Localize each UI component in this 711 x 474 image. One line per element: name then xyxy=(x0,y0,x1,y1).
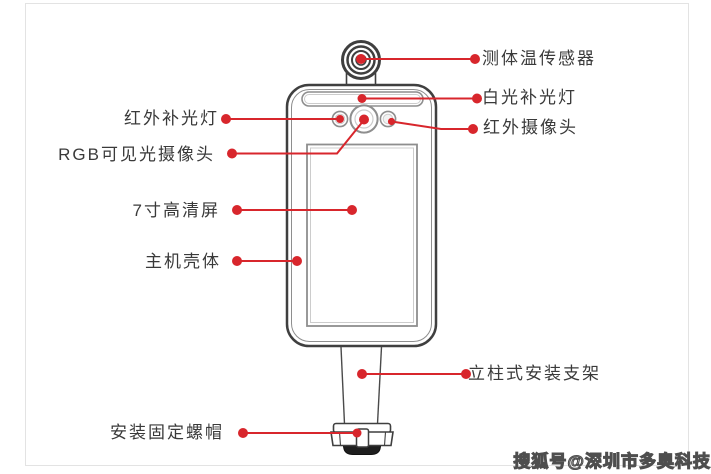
label-ir-camera: 红外摄像头 xyxy=(483,118,578,137)
label-hd-screen: 7寸高清屏 xyxy=(132,201,220,220)
mounting-nut xyxy=(330,422,394,448)
leader-white-fill-light xyxy=(357,93,482,104)
base-ring xyxy=(342,443,382,455)
leader-pole-bracket xyxy=(357,369,471,379)
leader-mount-nut xyxy=(238,428,362,438)
label-temp-sensor: 测体温传感器 xyxy=(482,49,596,68)
leader-ir-fill-light xyxy=(221,114,344,124)
leader-rgb-camera xyxy=(227,114,369,159)
label-white-fill-light: 白光补光灯 xyxy=(482,88,577,107)
mounting-pole xyxy=(340,346,383,425)
leader-hd-screen xyxy=(232,205,357,215)
leader-temp-sensor xyxy=(356,54,480,64)
label-ir-fill-light: 红外补光灯 xyxy=(124,109,219,128)
hd-screen xyxy=(306,143,418,327)
leader-housing xyxy=(232,256,302,266)
sohu-watermark: 搜狐号@深圳市多奥科技 xyxy=(513,451,711,471)
label-rgb-camera: RGB可见光摄像头 xyxy=(58,145,215,164)
label-pole-bracket: 立柱式安装支架 xyxy=(468,364,601,383)
leader-lines xyxy=(221,54,482,438)
leader-ir-camera xyxy=(387,117,478,134)
label-housing: 主机壳体 xyxy=(145,252,221,271)
label-mount-nut: 安装固定螺帽 xyxy=(110,423,224,442)
